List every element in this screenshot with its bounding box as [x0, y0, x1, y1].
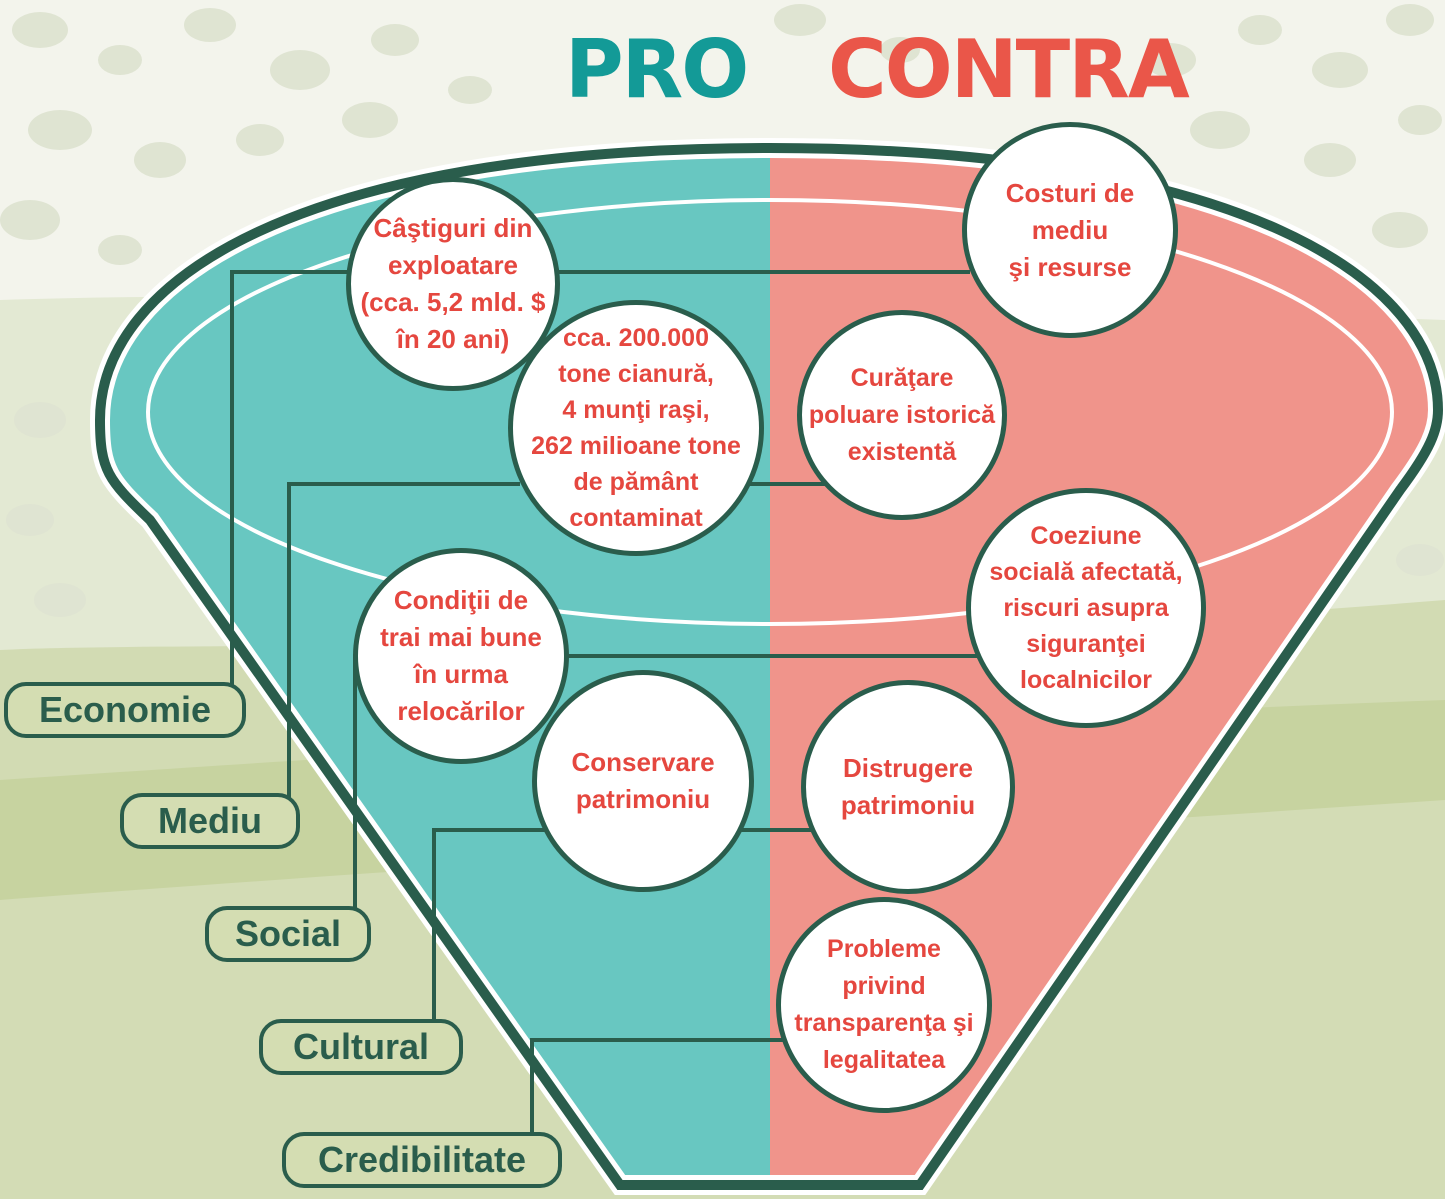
category-social: Social — [205, 906, 375, 966]
contra-bubble-distrugere: Distrugere patrimoniu — [801, 680, 1015, 894]
contra-bubble-curatare: Curăţare poluare istorică existentă — [797, 310, 1007, 520]
pro-bubble-label: cca. 200.000 tone cianură, 4 munţi raşi,… — [531, 324, 741, 532]
pro-bubble-conservare: Conservare patrimoniu — [532, 670, 754, 892]
category-economie: Economie — [4, 682, 250, 742]
contra-bubble-label: Distrugere patrimoniu — [840, 753, 976, 820]
category-credibilitate: Credibilitate — [282, 1132, 566, 1192]
category-cultural: Cultural — [259, 1019, 467, 1079]
pro-bubble-castiguri: Câştiguri din exploatare (cca. 5,2 mld. … — [346, 177, 560, 391]
contra-title: CONTRA — [828, 23, 1190, 116]
category-mediu: Mediu — [120, 793, 304, 853]
pro-bubble-label: Condiţii de trai mai bune în urma relocă… — [380, 585, 542, 726]
contra-bubble-label: Curăţare poluare istorică existentă — [808, 363, 996, 466]
contra-bubble-coeziune: Coeziune socială afectată, riscuri asupr… — [966, 488, 1206, 728]
contra-bubble-label: Costuri de mediu şi resurse — [1005, 177, 1135, 282]
contra-bubble-costuri: Costuri de mediu şi resurse — [962, 122, 1178, 338]
pebble-texture — [0, 4, 1444, 617]
pro-bubble-label: Conservare patrimoniu — [571, 747, 715, 814]
pro-bubble-cianura: cca. 200.000 tone cianură, 4 munţi raşi,… — [508, 300, 764, 556]
contra-bubble-label: Probleme privind transparenţa şi legalit… — [794, 935, 974, 1074]
pro-title: PRO — [565, 23, 749, 116]
contra-bubble-probleme: Probleme privind transparenţa şi legalit… — [776, 897, 992, 1113]
contra-bubble-label: Coeziune socială afectată, riscuri asupr… — [989, 522, 1183, 694]
pro-bubble-label: Câştiguri din exploatare (cca. 5,2 mld. … — [360, 213, 546, 354]
pro-bubble-conditii: Condiţii de trai mai bune în urma relocă… — [353, 548, 569, 764]
